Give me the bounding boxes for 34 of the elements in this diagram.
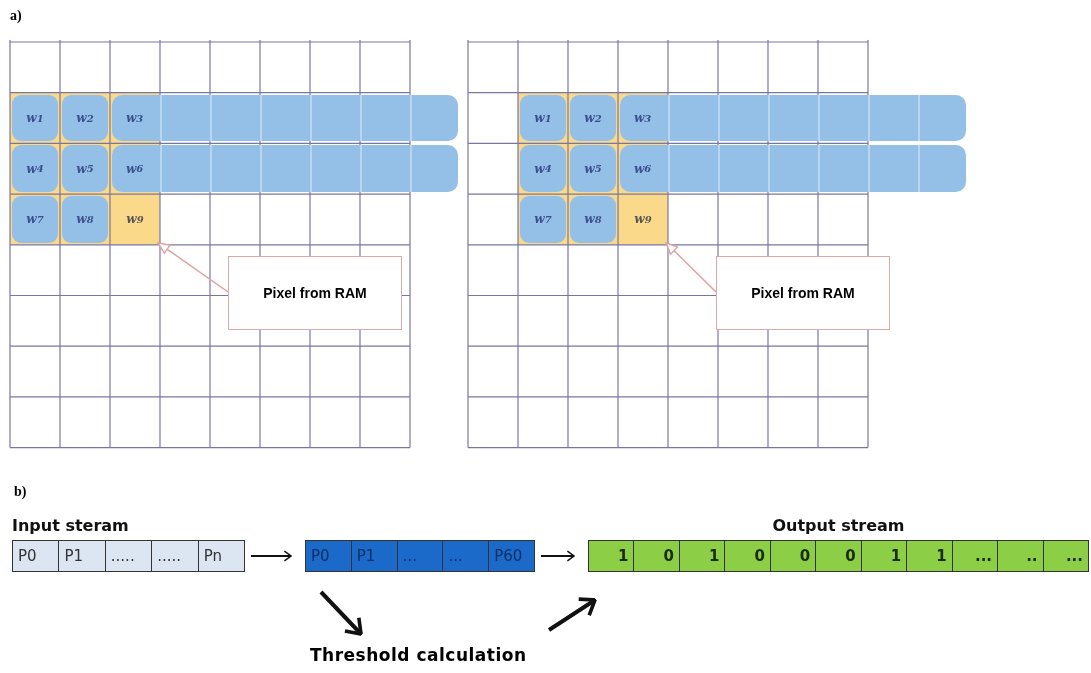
stream-cell: P60: [489, 541, 534, 571]
arrow: [250, 550, 292, 562]
stream-cell: ...: [397, 541, 444, 571]
stream-cell: P1: [351, 541, 398, 571]
arrow: [540, 550, 575, 562]
arrow: [319, 590, 363, 636]
stream-cell: 1: [679, 541, 726, 571]
stream-cell: Pn: [198, 541, 245, 571]
leader-line: [665, 242, 717, 293]
stream-cell: 0: [725, 541, 771, 571]
stream-cell: ...: [952, 541, 999, 571]
stream-heading: Output stream: [771, 515, 906, 537]
stream-cell: 1: [907, 541, 953, 571]
stream-heading: Input steram: [12, 515, 130, 537]
stream-cell: 0: [634, 541, 680, 571]
stream-cell: 1: [861, 541, 908, 571]
stream-cell: 0: [816, 541, 862, 571]
panel-label: a): [10, 8, 22, 24]
stream-cell: 1: [589, 541, 635, 571]
callout-box: Pixel from RAM: [716, 256, 890, 330]
panel-label: b): [14, 484, 27, 500]
leader-line: [157, 242, 229, 293]
stream-cell: .....: [105, 541, 153, 571]
stream-cell: P0: [306, 541, 352, 571]
arrow: [547, 597, 597, 632]
callout-box: Pixel from RAM: [228, 256, 402, 330]
stream-cell: ...: [1043, 541, 1088, 571]
stream-cell: P1: [59, 541, 106, 571]
stream-cell: .....: [152, 541, 199, 571]
stream-cell: ...: [443, 541, 490, 571]
stream-cell: P0: [13, 541, 60, 571]
stream-cell: ..: [998, 541, 1044, 571]
process-label: Threshold calculation: [310, 645, 575, 673]
stream-cell: 0: [770, 541, 817, 571]
